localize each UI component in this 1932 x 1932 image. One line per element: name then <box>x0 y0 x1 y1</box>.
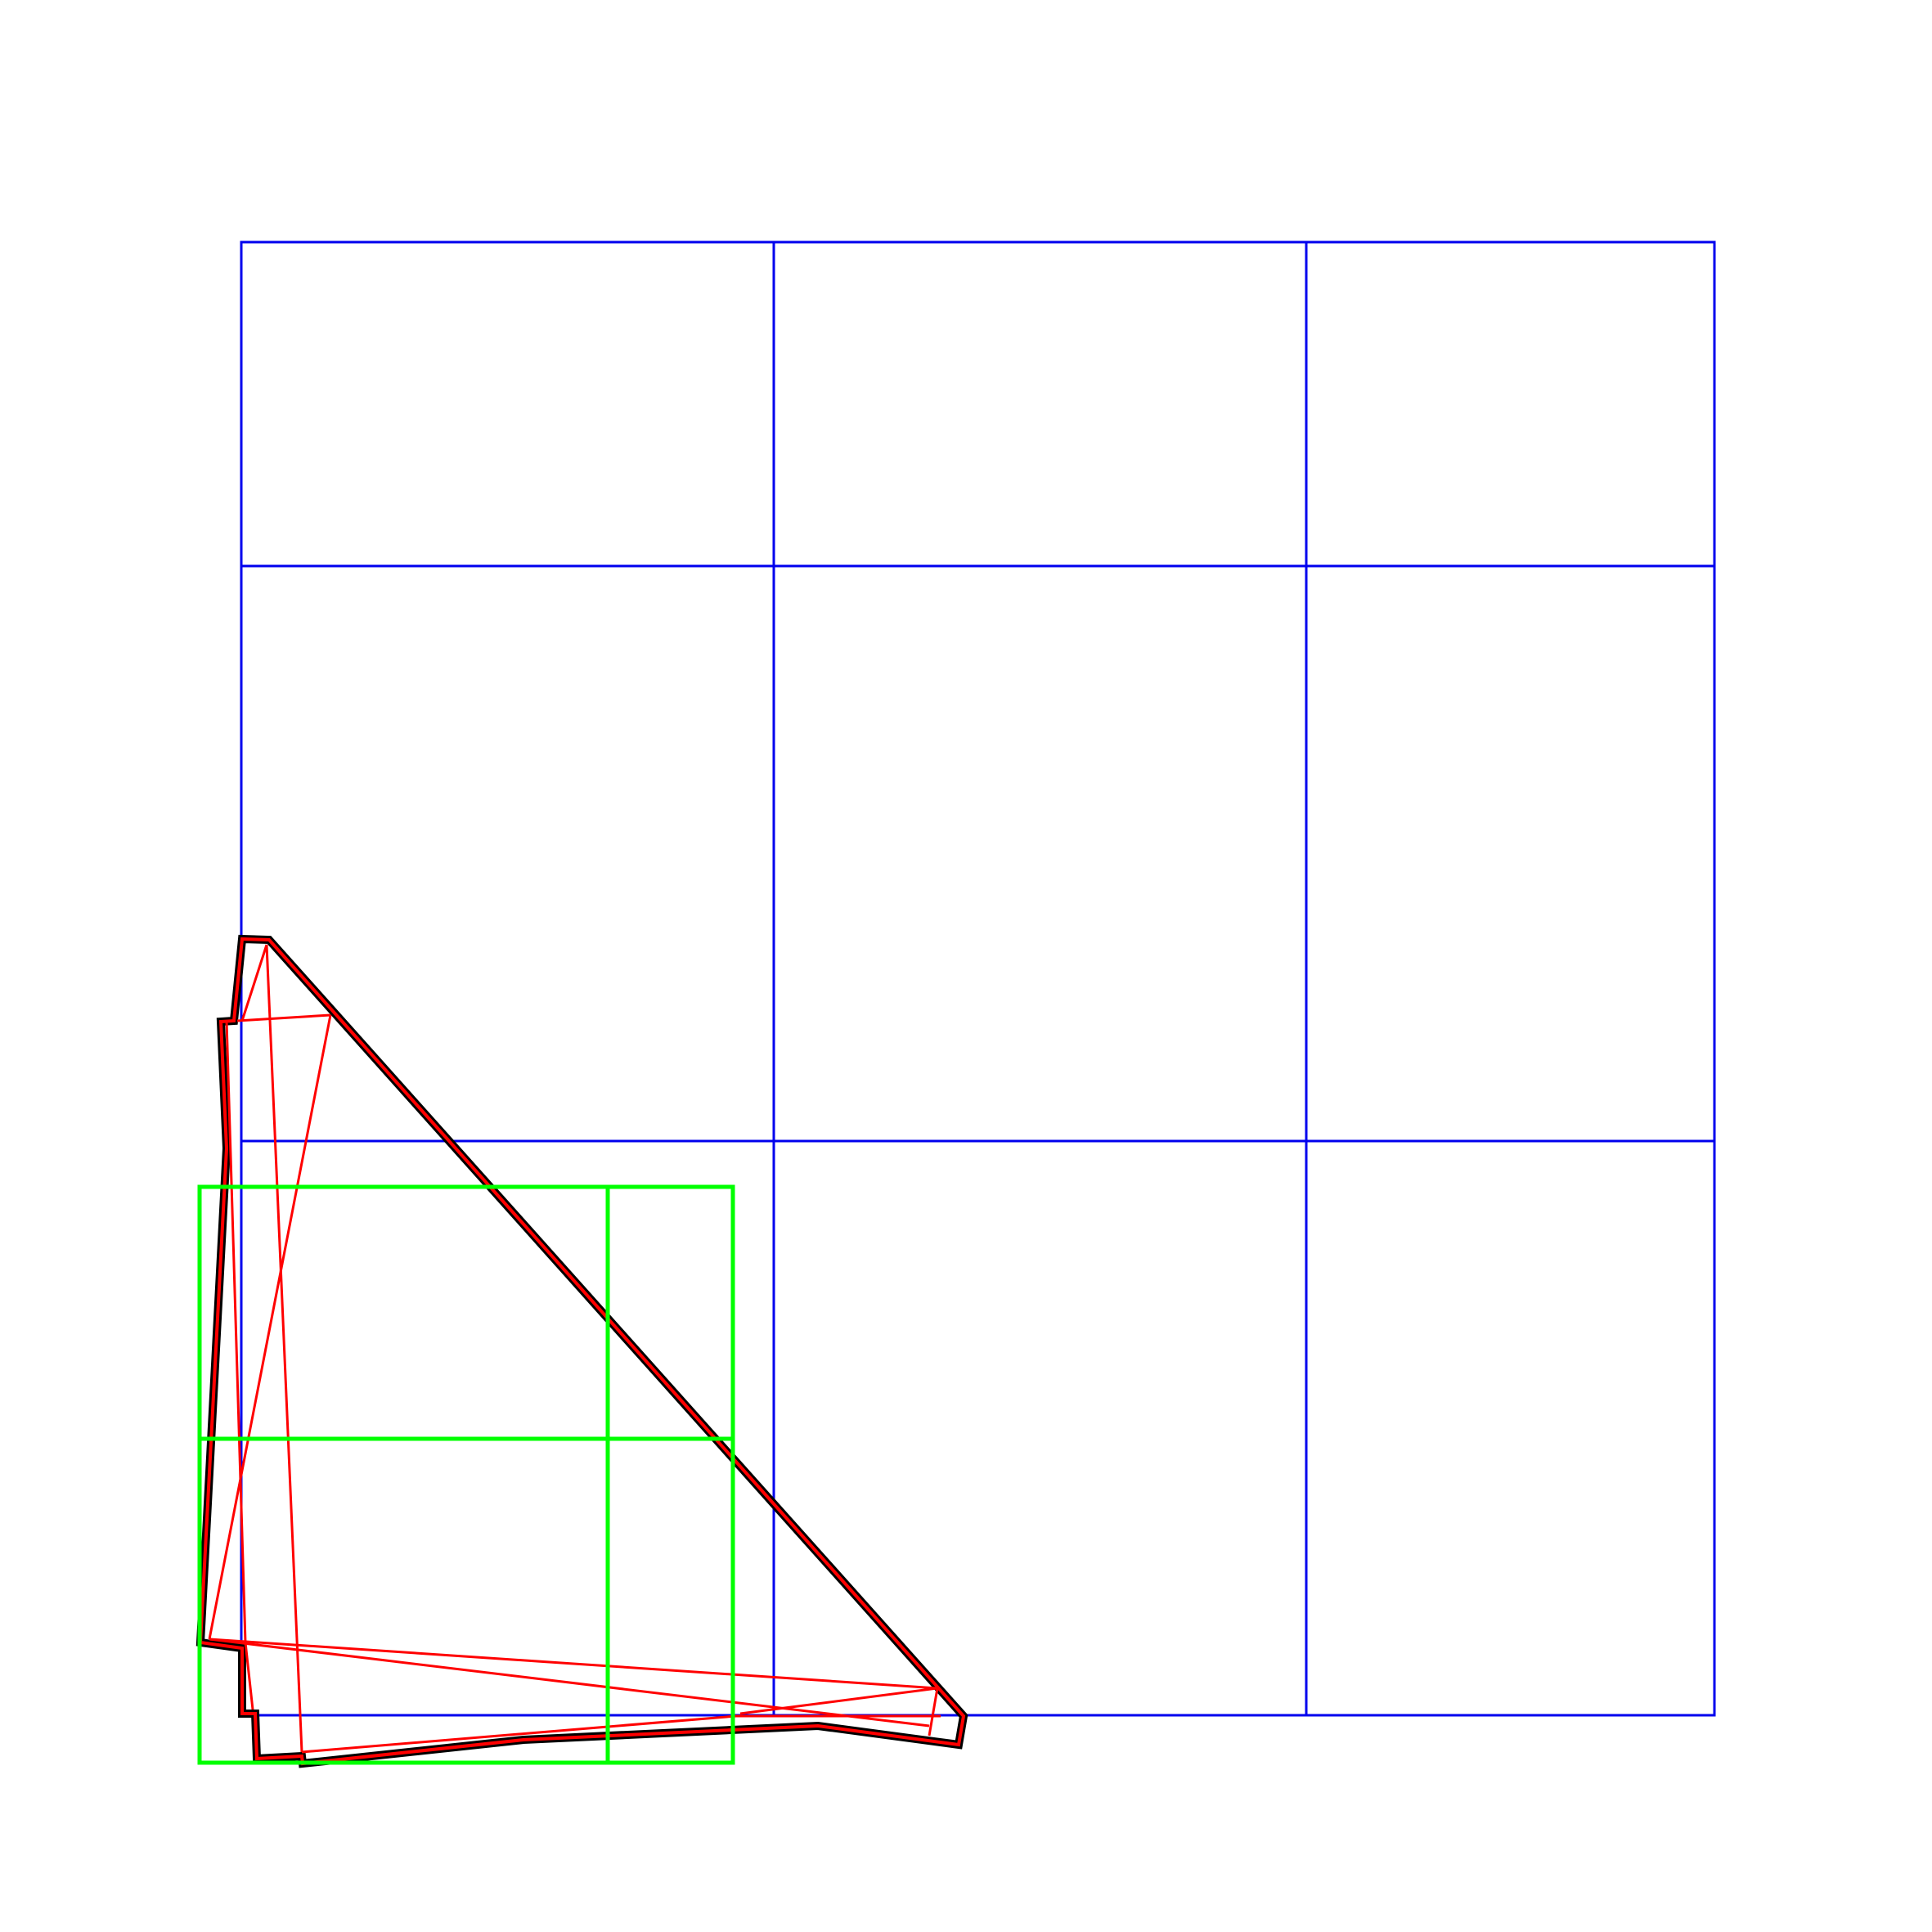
triangulation-line-5 <box>209 1638 938 1690</box>
triangulation-line-10 <box>301 1714 737 1754</box>
triangulation-line-3 <box>236 1013 331 1022</box>
triangulation-line-8 <box>928 1687 939 1737</box>
green-grid-border <box>197 1184 735 1765</box>
triangulation-line-7 <box>244 1642 254 1710</box>
triangulation-line-2 <box>240 944 268 1022</box>
polygon-outline-red <box>198 937 966 1766</box>
triangulation-line-6 <box>209 1638 930 1728</box>
triangulation-lines <box>208 944 941 1754</box>
triangulation-line-1 <box>265 944 303 1753</box>
polygon-outline <box>195 934 968 1768</box>
green-grid <box>197 1184 735 1765</box>
triangulation-line-4 <box>208 1014 332 1640</box>
triangulation-line-9 <box>739 1687 938 1715</box>
triangulation-line-11 <box>225 1020 247 1643</box>
